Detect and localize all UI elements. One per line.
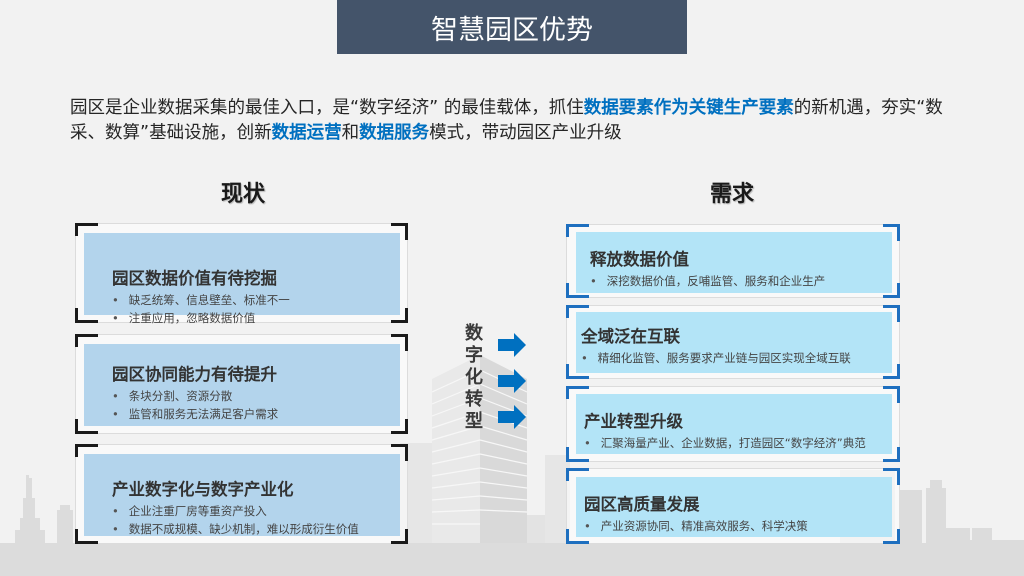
intro-highlight: 数据要素作为关键生产要素 <box>583 98 794 118</box>
card-bullet: 缺乏统筹、信息壁垒、标准不一 <box>112 291 400 309</box>
corner-bracket <box>883 305 900 322</box>
corner-bracket <box>883 283 900 298</box>
card-bullet: 条块分割、资源分散 <box>112 387 400 405</box>
label-char: 转 <box>465 389 483 410</box>
intro-highlight: 数据服务 <box>359 123 430 143</box>
card-bullet: 监管和服务无法满足客户需求 <box>112 405 400 423</box>
corner-bracket <box>883 224 900 241</box>
corner-bracket <box>883 468 900 485</box>
label-char: 数 <box>465 323 483 344</box>
intro-highlight: 数据运营 <box>271 123 342 143</box>
current-card: 园区协同能力有待提升 条块分割、资源分散监管和服务无法满足客户需求 <box>75 334 408 434</box>
current-card: 产业数字化与数字产业化 企业注重厂房等重资产投入数据不成规模、缺少机制，难以形成… <box>75 444 408 544</box>
corner-bracket <box>883 529 900 544</box>
card-title: 释放数据价值 <box>590 250 689 269</box>
corner-bracket <box>75 308 98 323</box>
corner-bracket <box>883 364 900 379</box>
intro-text: 的新机遇，夯实“数采、数算”基础设施，创新 <box>70 98 943 143</box>
corner-bracket <box>566 305 589 318</box>
corner-bracket <box>566 386 589 399</box>
card-title: 园区数据价值有待挖掘 <box>112 269 277 288</box>
corner-bracket <box>391 419 408 434</box>
current-heading: 现状 <box>221 182 266 207</box>
corner-bracket <box>75 419 98 434</box>
needs-card: 全域泛在互联 精细化监管、服务要求产业链与园区实现全域互联 <box>566 305 900 379</box>
intro-text: 模式，带动园区产业升级 <box>429 123 622 143</box>
right-arrow-icon <box>498 369 526 393</box>
intro-paragraph: 园区是企业数据采集的最佳入口，是“数字经济” 的最佳载体，抓住数据要素作为关键生… <box>70 96 970 146</box>
right-arrow-icon <box>498 333 526 357</box>
corner-bracket <box>566 529 589 544</box>
corner-bracket <box>75 529 98 544</box>
card-bullet: 注重应用，忽略数据价值 <box>112 309 400 327</box>
intro-text: 和 <box>341 123 360 143</box>
needs-card: 园区高质量发展 产业资源协同、精准高效服务、科学决策 <box>566 468 900 544</box>
digital-transformation-label: 数 字 化 转 型 <box>462 323 486 433</box>
intro-text: 园区是企业数据采集的最佳入口，是“数字经济” 的最佳载体，抓住 <box>70 98 584 118</box>
corner-bracket <box>75 223 98 236</box>
label-char: 字 <box>465 345 483 366</box>
label-char: 型 <box>465 411 483 432</box>
needs-heading: 需求 <box>710 182 755 207</box>
page-title: 智慧园区优势 <box>337 0 687 54</box>
corner-bracket <box>883 386 900 403</box>
corner-bracket <box>391 334 408 351</box>
card-bullet: 汇聚海量产业、企业数据，打造园区“数字经济”典范 <box>584 434 892 452</box>
card-bullet: 产业资源协同、精准高效服务、科学决策 <box>584 517 892 535</box>
corner-bracket <box>566 468 589 481</box>
card-bullet: 深挖数据价值，反哺监管、服务和企业生产 <box>590 272 892 290</box>
corner-bracket <box>75 444 98 457</box>
card-title: 园区高质量发展 <box>584 495 700 514</box>
card-bullet: 精细化监管、服务要求产业链与园区实现全域互联 <box>581 349 892 367</box>
corner-bracket <box>391 529 408 544</box>
needs-card: 产业转型升级 汇聚海量产业、企业数据，打造园区“数字经济”典范 <box>566 386 900 462</box>
corner-bracket <box>566 447 589 462</box>
card-title: 产业转型升级 <box>584 412 683 431</box>
corner-bracket <box>391 223 408 240</box>
needs-card: 释放数据价值 深挖数据价值，反哺监管、服务和企业生产 <box>566 224 900 298</box>
current-card: 园区数据价值有待挖掘 缺乏统筹、信息壁垒、标准不一注重应用，忽略数据价值 <box>75 223 408 325</box>
card-bullet: 数据不成规模、缺少机制，难以形成衍生价值 <box>112 520 400 538</box>
label-char: 化 <box>465 367 483 388</box>
card-title: 产业数字化与数字产业化 <box>112 480 294 499</box>
corner-bracket <box>75 334 98 347</box>
corner-bracket <box>883 447 900 462</box>
corner-bracket <box>566 224 589 237</box>
corner-bracket <box>391 444 408 461</box>
card-title: 园区协同能力有待提升 <box>112 365 277 384</box>
right-arrow-icon <box>498 405 526 429</box>
corner-bracket <box>566 364 589 379</box>
corner-bracket <box>566 283 589 298</box>
card-title: 全域泛在互联 <box>581 327 680 346</box>
card-bullet: 企业注重厂房等重资产投入 <box>112 502 400 520</box>
